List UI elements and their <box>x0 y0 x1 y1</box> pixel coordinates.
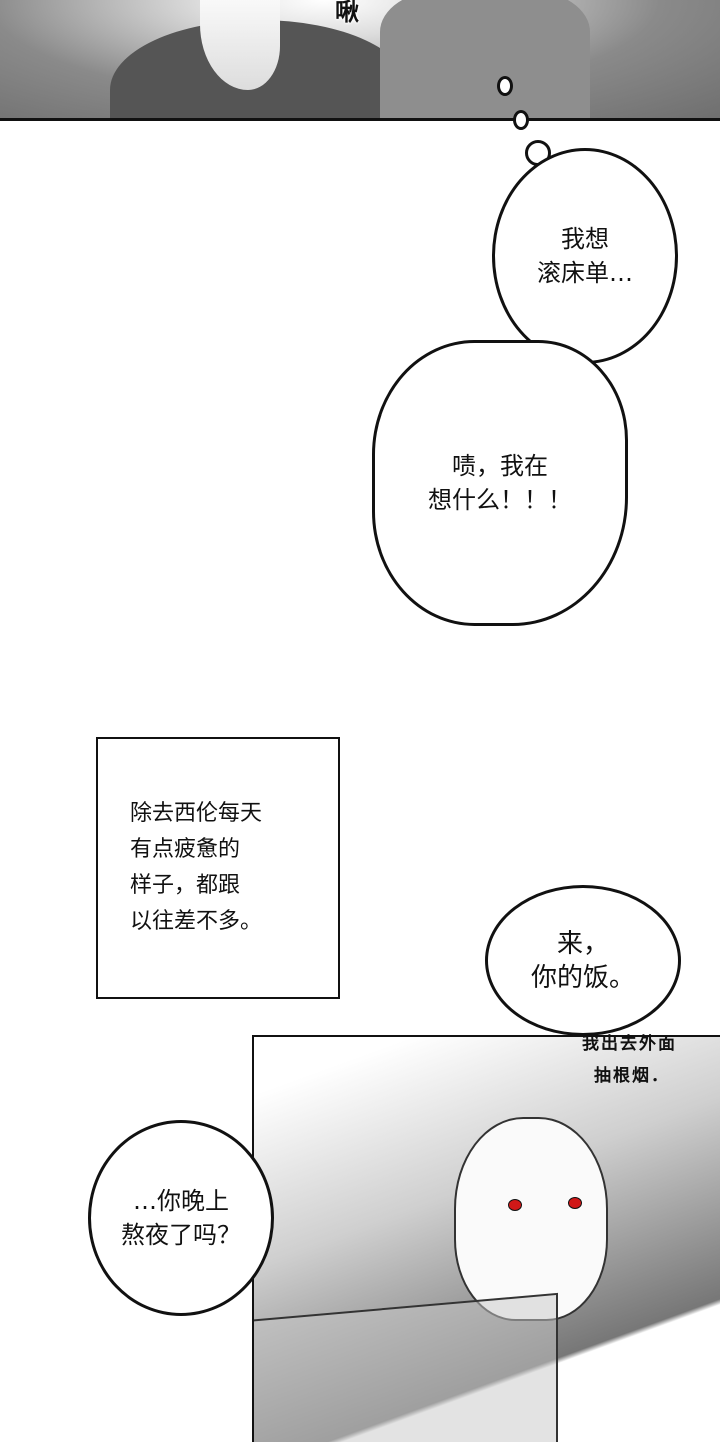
top-panel-illustration: 啾 <box>0 0 720 121</box>
thought-bubble-1: 我想 滚床单… <box>492 148 678 364</box>
red-eye <box>568 1197 582 1209</box>
bubble-text: 我想 <box>561 225 609 253</box>
shout-bubble: 啧，我在 想什么！！！ <box>372 340 628 626</box>
aside-text: 我出去外面 抽根烟． <box>582 1028 677 1092</box>
narration-text: 样子，都跟 <box>130 873 241 898</box>
character-arm <box>380 0 590 118</box>
narration-text: 以往差不多。 <box>130 909 263 934</box>
aside-line: 我出去外面 <box>582 1034 677 1054</box>
narration-text: 有点疲惫的 <box>130 837 241 862</box>
narration-box: 除去西伦每天 有点疲惫的 样子，都跟 以往差不多。 <box>96 737 340 999</box>
speech-bubble-4: …你晚上 熬夜了吗？ <box>88 1120 274 1316</box>
bubble-text: 滚床单… <box>537 259 633 287</box>
bubble-text: 想什么！！！ <box>428 486 572 514</box>
speech-bubble-3: 来， 你的饭。 <box>485 885 681 1036</box>
thought-dot <box>497 76 513 96</box>
bubble-text: …你晚上 <box>133 1187 229 1215</box>
narration-text: 除去西伦每天 <box>130 801 263 826</box>
glass <box>254 1292 558 1442</box>
sound-effect: 啾 <box>335 0 359 26</box>
bubble-text: 来， <box>556 928 609 959</box>
character-face <box>454 1117 608 1321</box>
aside-line: 抽根烟． <box>594 1066 670 1086</box>
bubble-text: 你的饭。 <box>530 962 635 993</box>
bubble-text: 熬夜了吗？ <box>121 1221 241 1249</box>
bottom-panel-illustration <box>252 1035 720 1442</box>
bubble-text: 啧，我在 <box>452 452 548 480</box>
thought-dot <box>513 110 529 130</box>
red-eye <box>508 1199 522 1211</box>
